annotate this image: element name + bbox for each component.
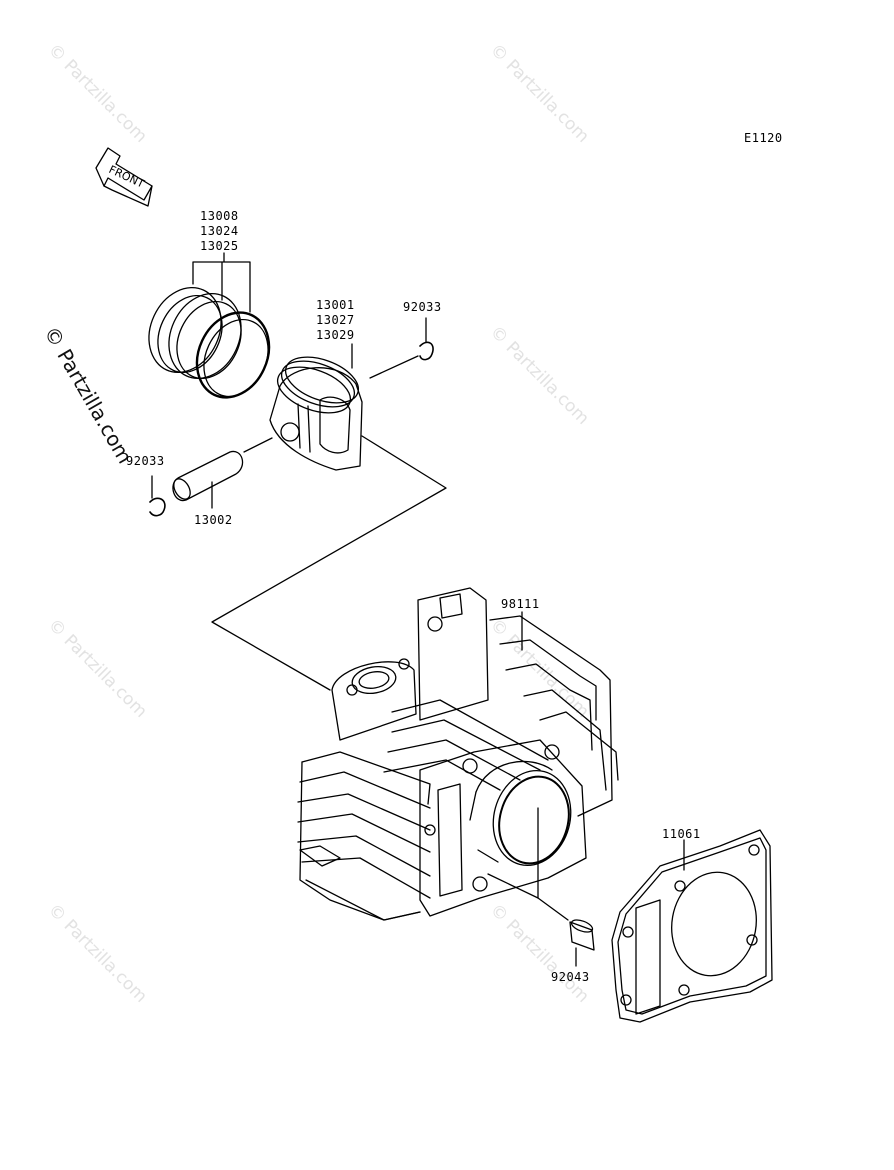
part-number[interactable]: 11061 bbox=[662, 827, 701, 841]
piston-rings bbox=[148, 286, 271, 399]
part-number[interactable]: 92043 bbox=[551, 970, 590, 984]
piston-pin bbox=[172, 450, 244, 502]
front-arrow-label: FRONT bbox=[107, 163, 147, 191]
part-number[interactable]: 13027 bbox=[316, 313, 355, 327]
dowel-pin bbox=[569, 919, 595, 951]
cylinder-gasket bbox=[611, 829, 773, 1023]
part-number[interactable]: 13001 bbox=[316, 298, 355, 312]
part-number[interactable]: 13002 bbox=[194, 513, 233, 527]
diagram-code: E1120 bbox=[744, 131, 783, 145]
part-number[interactable]: 13008 bbox=[200, 209, 239, 223]
front-arrow-icon bbox=[95, 147, 153, 207]
part-number[interactable]: 13024 bbox=[200, 224, 239, 238]
part-number[interactable]: 92033 bbox=[403, 300, 442, 314]
part-number[interactable]: 13025 bbox=[200, 239, 239, 253]
part-number[interactable]: 13029 bbox=[316, 328, 355, 342]
piston bbox=[269, 356, 363, 471]
part-number[interactable]: 92033 bbox=[126, 454, 165, 468]
part-number[interactable]: 98111 bbox=[501, 597, 540, 611]
cylinder bbox=[297, 587, 619, 921]
